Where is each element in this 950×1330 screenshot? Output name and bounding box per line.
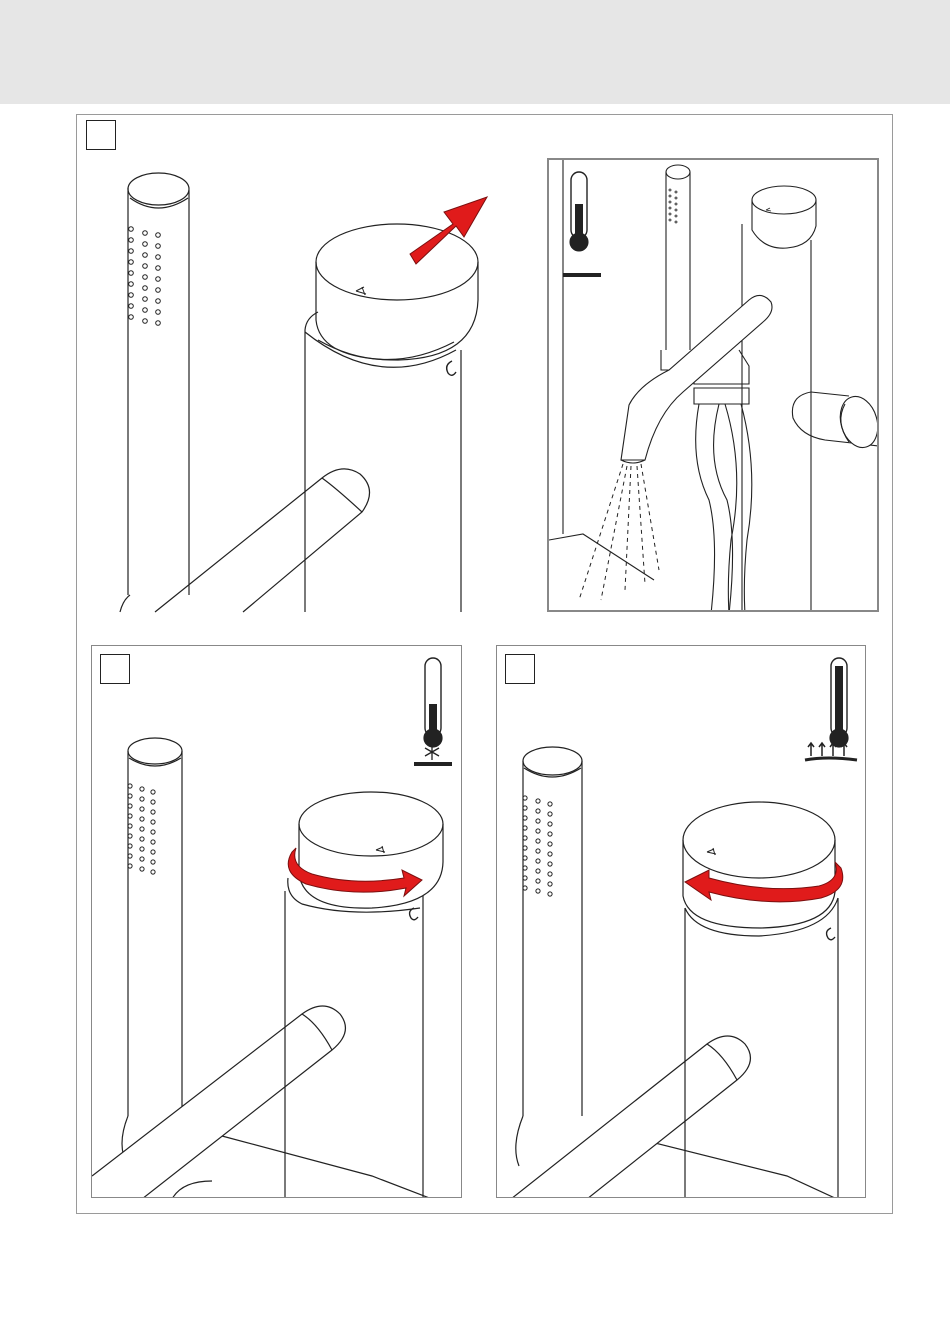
thermometer-medium-icon: [563, 172, 601, 277]
spout: [511, 1036, 750, 1198]
heat-arrows-icon: [805, 743, 857, 760]
thermometer-low-icon: [424, 658, 442, 747]
mixer-knob: [316, 224, 478, 375]
step2-illustration: [92, 646, 462, 1198]
mixer-knob: [683, 802, 835, 940]
handshower: [523, 747, 582, 1116]
handshower: [128, 738, 182, 1116]
detail-inset: [547, 158, 879, 612]
spray-nozzles: [523, 796, 552, 896]
spray-nozzles: [128, 784, 155, 874]
thermometer-high-icon: [830, 658, 848, 747]
mixer-knob: [299, 792, 443, 920]
step2-panel: [91, 645, 462, 1198]
step3-panel: [496, 645, 866, 1198]
water-spray: [579, 464, 659, 600]
side-cartridge: [792, 392, 879, 452]
mixer-body: [742, 186, 816, 612]
mixer-body: [305, 312, 461, 612]
step3-illustration: [497, 646, 866, 1198]
spray-nozzles: [129, 227, 161, 326]
spout: [155, 469, 370, 612]
handshower: [666, 165, 690, 350]
spout: [92, 1006, 345, 1198]
detail-illustration: [549, 160, 879, 612]
pull-arrow: [410, 197, 487, 264]
handshower: [120, 173, 189, 612]
